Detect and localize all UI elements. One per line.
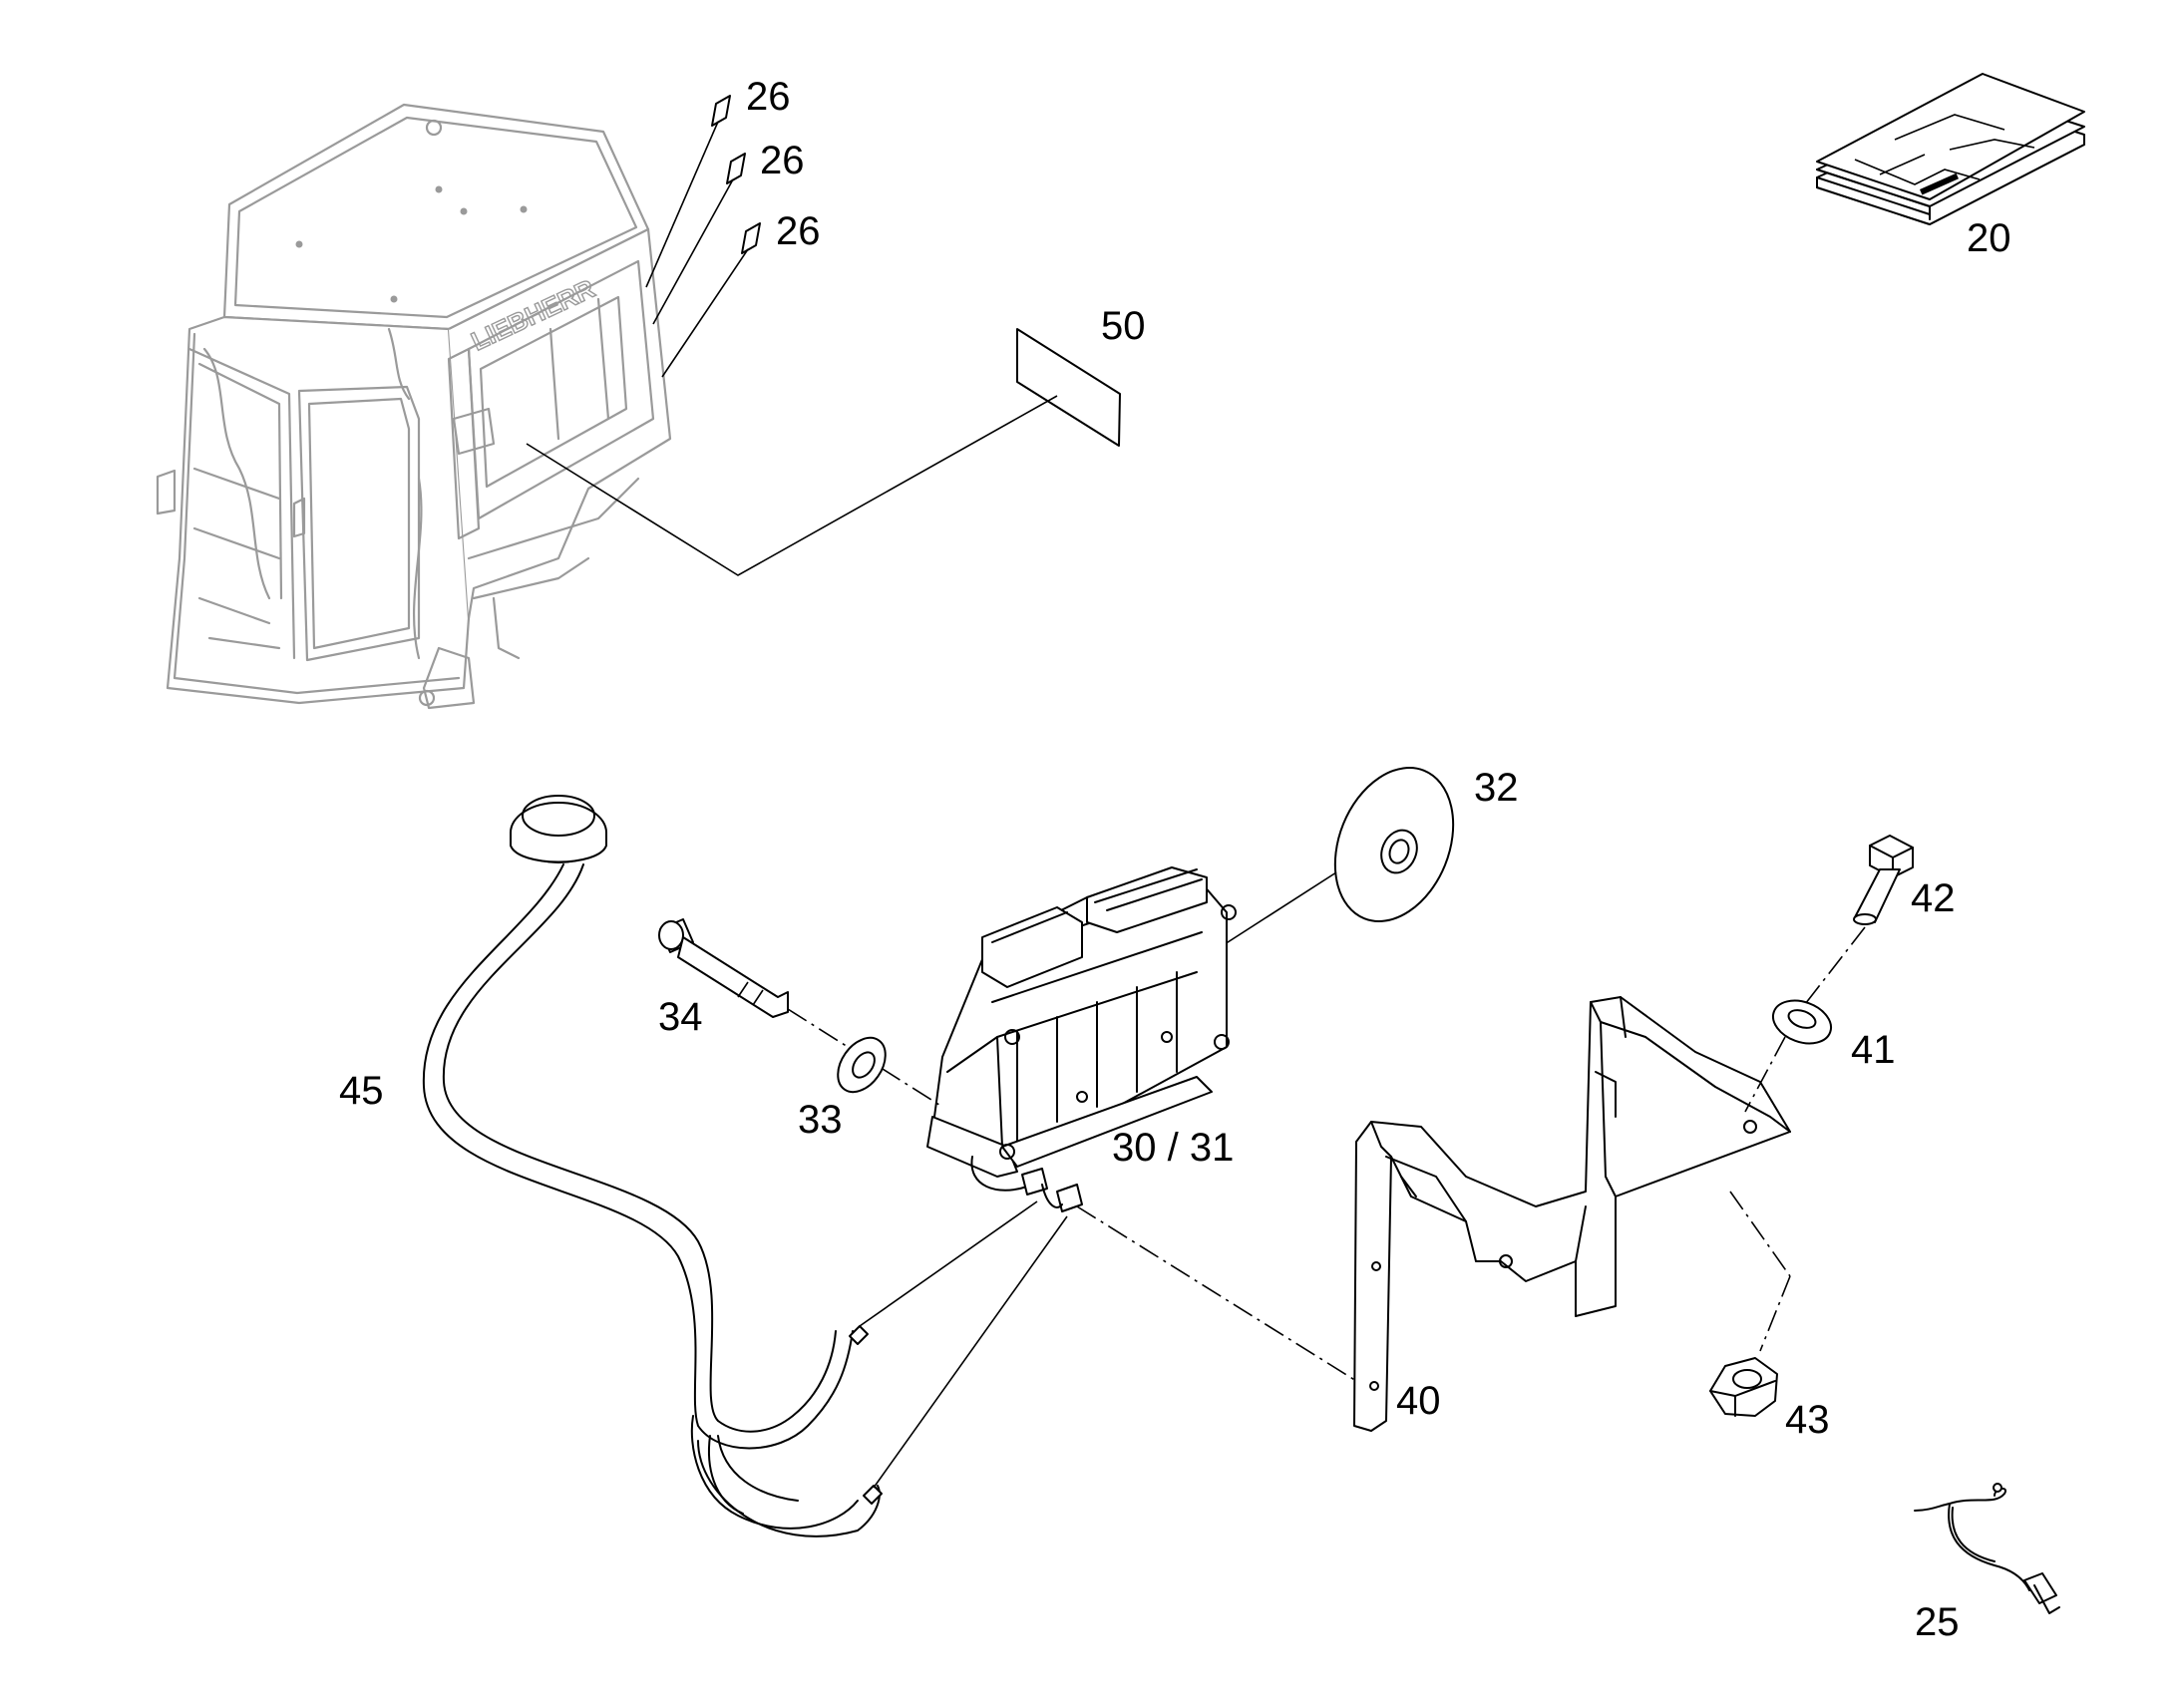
bolt-42 <box>1794 835 1914 1018</box>
callout-50: 50 <box>1101 304 1146 348</box>
manual-20 <box>1816 73 2085 225</box>
operator-cab: LIEBHERR <box>156 103 672 710</box>
callout-34: 34 <box>658 995 703 1039</box>
callout-20: 20 <box>1967 216 2011 260</box>
callout-33: 33 <box>798 1098 843 1142</box>
nut-43 <box>1709 1357 1778 1417</box>
callout-41: 41 <box>1851 1028 1896 1072</box>
callout-30-31: 30 / 31 <box>1112 1126 1234 1170</box>
callout-42: 42 <box>1911 876 1956 920</box>
nut-dash-line-b <box>1759 1275 1791 1352</box>
callout-45: 45 <box>339 1069 384 1113</box>
callout-43: 43 <box>1785 1398 1830 1442</box>
callout-25: 25 <box>1915 1600 1960 1644</box>
washer-41 <box>1744 999 1833 1113</box>
decal-26-mid <box>726 153 746 184</box>
harness-25 <box>1914 1483 2060 1614</box>
antenna-cable-45 <box>422 795 1068 1537</box>
bracket-40 <box>1353 996 1791 1432</box>
callout-26b: 26 <box>760 139 805 182</box>
plate-50 <box>526 328 1121 576</box>
nut-dash-line-a <box>1729 1191 1791 1277</box>
decal-26-top <box>711 95 731 127</box>
connector-dash-line <box>1076 1205 1357 1382</box>
decal-26-group <box>645 95 761 378</box>
washer-33 <box>837 1036 887 1094</box>
control-unit-30-31 <box>926 866 1237 1212</box>
disc-32 <box>1196 767 1455 963</box>
decal-26-bottom <box>741 222 761 254</box>
callout-26c: 26 <box>776 209 821 253</box>
callout-32: 32 <box>1474 766 1519 810</box>
callout-40: 40 <box>1396 1379 1441 1423</box>
callout-26a: 26 <box>746 75 791 119</box>
